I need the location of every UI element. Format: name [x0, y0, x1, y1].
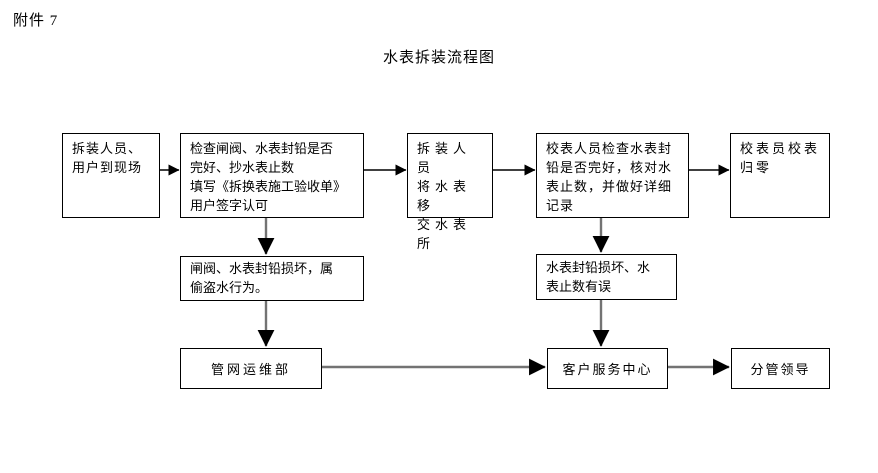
- flow-node-pipeline-dept: 管网运维部: [180, 348, 322, 389]
- flow-node-transfer-meter: 拆装人员 将水表移 交水表所: [407, 133, 493, 251]
- page-title: 水表拆装流程图: [382, 50, 495, 66]
- attachment-label: 附件 7: [13, 13, 59, 29]
- flow-node-leader: 分管领导: [731, 348, 830, 389]
- flow-node-damage-error: 水表封铅损坏、水 表止数有误: [536, 254, 677, 300]
- flow-node-verify-record: 校表人员检查水表封 铅是否完好，核对水 表止数，并做好详细 记录: [536, 133, 689, 218]
- flow-node-check-seal: 检查闸阀、水表封铅是否 完好、抄水表止数 填写《拆换表施工验收单》 用户签字认可: [180, 133, 364, 218]
- flow-node-service-center: 客户服务中心: [547, 348, 668, 389]
- flow-node-arrive-on-site: 拆装人员、 用户到现场: [62, 133, 160, 218]
- flow-node-damage-theft: 闸阀、水表封铅损坏，属 偷盗水行为。: [180, 256, 364, 301]
- flow-node-reset-meter: 校表员校表 归零: [730, 133, 830, 218]
